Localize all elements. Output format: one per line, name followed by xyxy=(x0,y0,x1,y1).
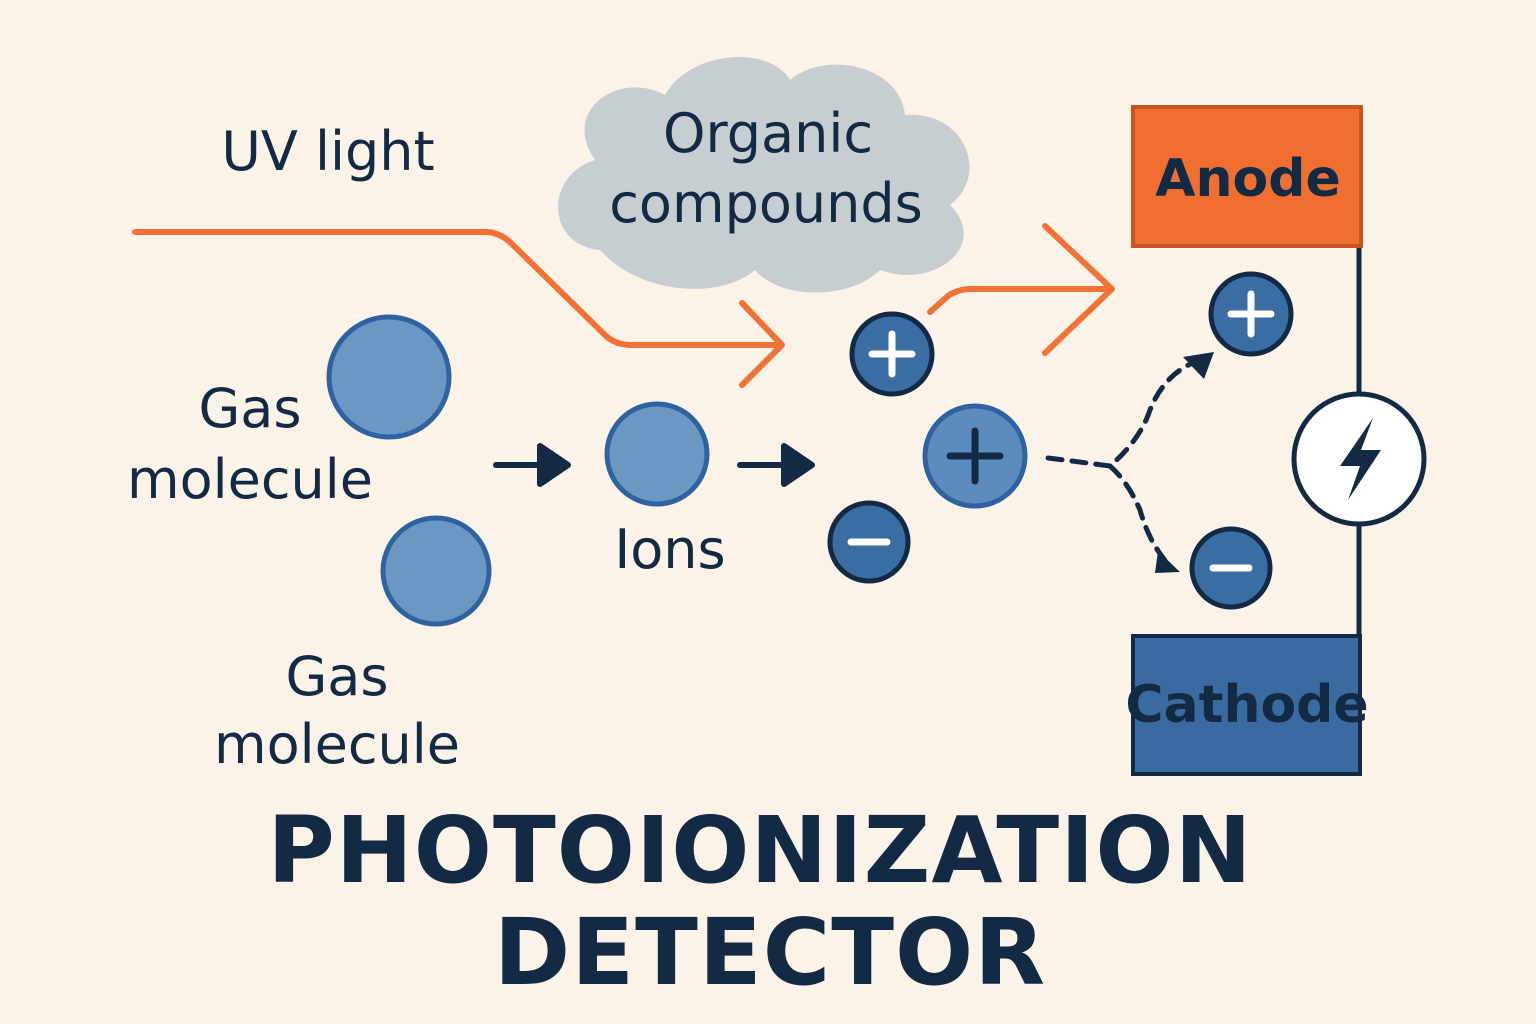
cloud-shape xyxy=(558,57,970,293)
plus-icon xyxy=(1227,290,1275,338)
positive-ion-1 xyxy=(849,311,935,397)
dashed-path-upper xyxy=(1045,357,1203,469)
gas-molecule-circle xyxy=(380,515,492,627)
anode-beam-arrowhead-icon xyxy=(1042,223,1115,356)
dashed-path-lower xyxy=(1107,463,1173,569)
gas-molecule-2 xyxy=(380,515,492,627)
negative-ion-2 xyxy=(1189,526,1273,610)
anode-box xyxy=(1131,105,1363,248)
uv-beam-arrowhead-icon xyxy=(739,300,785,388)
ions-label: Ions xyxy=(614,518,725,581)
arrow-right-icon xyxy=(537,443,571,487)
plus-icon xyxy=(946,427,1004,485)
title-line2: DETECTOR xyxy=(494,899,1046,1006)
gas-molecule-1-label-line2: molecule xyxy=(127,448,373,511)
arrow-head-upper-icon xyxy=(1183,352,1214,379)
gas-molecule-circle xyxy=(326,314,452,440)
flow-arrow-2 xyxy=(737,443,815,487)
uv-beam-path xyxy=(132,229,783,348)
organic-label-line1: Organic xyxy=(663,102,873,165)
lightning-bolt-icon xyxy=(1340,418,1381,500)
positive-ion-2 xyxy=(922,403,1028,509)
flow-arrow-1 xyxy=(493,443,571,487)
cathode-electrode: Cathode xyxy=(1125,634,1369,776)
anode-beam-path xyxy=(927,286,1113,315)
negative-ion-1 xyxy=(827,500,911,584)
organic-label-line2: compounds xyxy=(609,172,923,235)
uv-light-label: UV light xyxy=(221,120,434,183)
cathode-label: Cathode xyxy=(1125,675,1368,735)
arrow-head-lower-icon xyxy=(1155,551,1180,573)
dashed-split-arrows xyxy=(1045,357,1203,569)
organic-compounds-cloud: Organic compounds xyxy=(558,57,970,293)
anode-electrode: Anode xyxy=(1131,105,1363,248)
title-line1: PHOTOIONIZATION xyxy=(267,797,1252,904)
positive-ion-3 xyxy=(1208,271,1294,357)
anode-label: Anode xyxy=(1155,149,1340,209)
uv-light-beam xyxy=(132,223,1115,388)
gas-molecule-1 xyxy=(326,314,452,440)
ion-molecule-circle xyxy=(604,401,710,507)
arrow-right-icon xyxy=(781,443,815,487)
power-source xyxy=(1291,391,1427,527)
cathode-box xyxy=(1131,634,1362,776)
gas-molecule-2-label-line1: Gas xyxy=(285,645,388,708)
gas-molecule-1-label-line1: Gas xyxy=(198,377,301,440)
plus-icon xyxy=(868,330,916,378)
gas-molecule-2-label-line2: molecule xyxy=(214,713,460,776)
